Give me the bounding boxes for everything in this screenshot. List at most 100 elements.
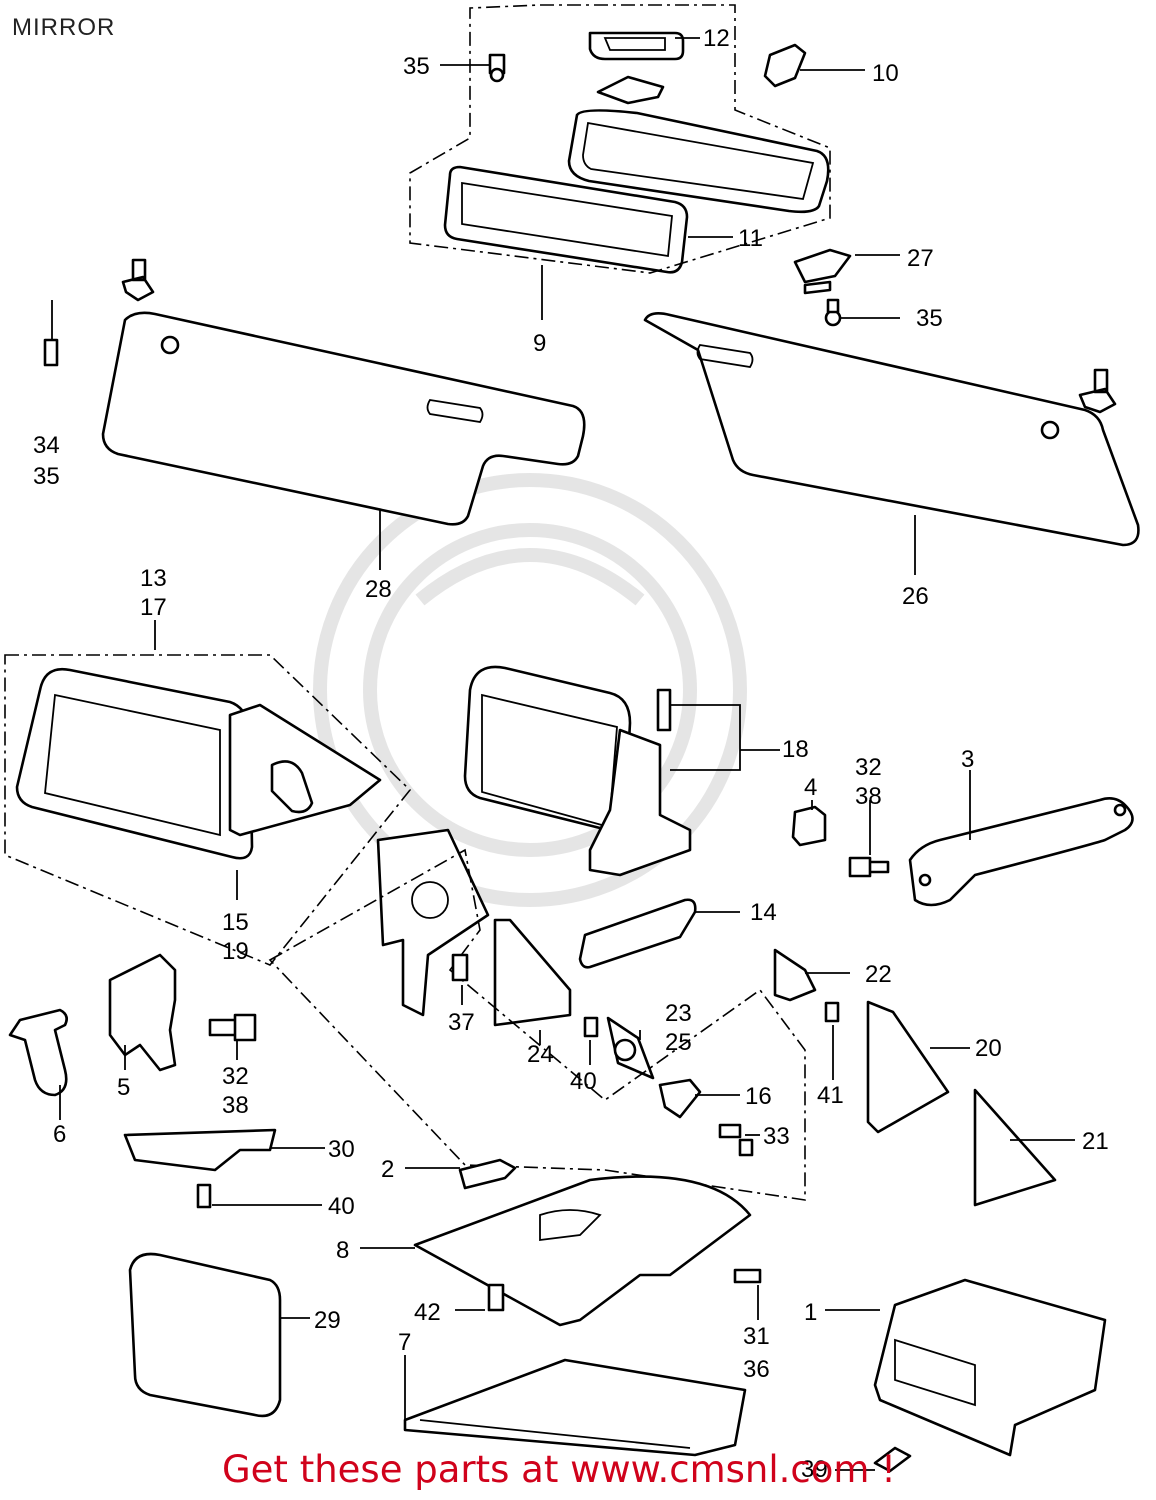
mirror-base-15 — [228, 703, 382, 837]
garnish-22 — [773, 948, 817, 1002]
sun-visor-28 — [43, 258, 586, 526]
callout-35: 35 — [403, 53, 430, 80]
mirror-stay-bracket — [596, 75, 665, 105]
callout-35: 35 — [916, 305, 943, 332]
bolt-32-38 — [848, 856, 890, 878]
callout-27: 27 — [907, 245, 934, 272]
callout-5: 5 — [117, 1074, 130, 1101]
screw-34 — [43, 338, 59, 367]
visor-hinge-right — [1078, 368, 1117, 414]
callout-25: 25 — [665, 1029, 692, 1056]
callout-17: 17 — [140, 594, 167, 621]
callout-39: 39 — [801, 1456, 828, 1483]
screw-33 — [718, 1123, 754, 1157]
cap-4 — [791, 805, 827, 847]
clip-5 — [108, 953, 177, 1072]
screw-35-right — [824, 298, 842, 327]
box-7 — [403, 1358, 747, 1457]
screw-18 — [656, 688, 672, 732]
garnish-20 — [866, 1000, 950, 1134]
callout-41: 41 — [817, 1082, 844, 1109]
callout-9: 9 — [533, 330, 546, 357]
visor-hinge-left — [121, 258, 155, 302]
lid-29 — [128, 1252, 282, 1418]
door-mirror-18 — [463, 665, 741, 877]
door-mirror-13 — [4, 654, 412, 966]
callout-34: 34 — [33, 432, 60, 459]
leader-lines — [51, 37, 1075, 1471]
mount-cover-12 — [588, 31, 685, 61]
mirror-arm-18 — [588, 728, 692, 877]
callout-40: 40 — [328, 1193, 355, 1220]
hook-6 — [8, 1008, 68, 1097]
callout-26: 26 — [902, 583, 929, 610]
callout-28: 28 — [365, 576, 392, 603]
callout-12: 12 — [703, 25, 730, 52]
callout-2: 2 — [381, 1156, 394, 1183]
callout-10: 10 — [872, 60, 899, 87]
callout-23: 23 — [665, 1000, 692, 1027]
screw-40-a — [583, 1016, 599, 1038]
bolt-32-38-b — [208, 1013, 257, 1042]
callout-7: 7 — [398, 1329, 411, 1356]
callout-38: 38 — [222, 1092, 249, 1119]
callout-31: 31 — [743, 1323, 770, 1350]
rearview-mirror-housing — [567, 109, 830, 214]
bracket-inner — [376, 828, 490, 1017]
garnish-24 — [493, 918, 572, 1027]
panel-8 — [413, 1175, 752, 1327]
callout-35: 35 — [33, 463, 60, 490]
screw-40-b — [196, 1183, 212, 1209]
console-box-1 — [873, 1278, 1107, 1457]
callout-4: 4 — [804, 774, 817, 801]
rearview-mirror-group — [409, 4, 852, 327]
callout-32: 32 — [855, 754, 882, 781]
callout-15: 15 — [222, 909, 249, 936]
callout-30: 30 — [328, 1136, 355, 1163]
callout-16: 16 — [745, 1083, 772, 1110]
callout-36: 36 — [743, 1356, 770, 1383]
callout-40: 40 — [570, 1068, 597, 1095]
screw-39 — [873, 1446, 912, 1473]
cover-21 — [973, 1088, 1057, 1207]
tray-30 — [123, 1128, 277, 1172]
clip-2 — [458, 1158, 517, 1190]
screw-41 — [824, 1001, 840, 1023]
callout-21: 21 — [1082, 1128, 1109, 1155]
callout-32: 32 — [222, 1063, 249, 1090]
bracket-27 — [793, 248, 852, 295]
callout-18: 18 — [782, 736, 809, 763]
callout-11: 11 — [738, 225, 763, 252]
callout-labels: 12 35 10 11 9 27 35 34 35 28 26 13 17 18… — [33, 25, 1109, 1483]
callout-3: 3 — [961, 746, 974, 773]
callout-29: 29 — [314, 1307, 341, 1334]
callout-24: 24 — [527, 1041, 554, 1068]
screw-31-36 — [733, 1268, 762, 1284]
callout-1: 1 — [804, 1299, 817, 1326]
mirror-glass-11 — [443, 165, 689, 274]
watermark-logo — [313, 473, 747, 907]
sun-visor-26 — [643, 312, 1140, 547]
callout-37: 37 — [448, 1009, 475, 1036]
callout-13: 13 — [140, 565, 167, 592]
footer-link[interactable]: Get these parts at www.cmsnl.com ! — [222, 1448, 897, 1491]
clip-10 — [763, 43, 807, 88]
grip-handle-3 — [908, 797, 1134, 907]
callout-19: 19 — [222, 938, 249, 965]
screw-37 — [451, 953, 469, 982]
screw-42 — [487, 1283, 505, 1312]
callout-8: 8 — [336, 1237, 349, 1264]
callout-38: 38 — [855, 783, 882, 810]
callout-22: 22 — [865, 961, 892, 988]
callout-33: 33 — [763, 1123, 790, 1150]
callout-14: 14 — [750, 899, 777, 926]
callout-42: 42 — [414, 1299, 441, 1326]
screw-35-top — [488, 53, 506, 83]
callout-6: 6 — [53, 1121, 66, 1148]
knob-16 — [658, 1078, 702, 1119]
mirror-motor — [270, 760, 314, 814]
diagram-title: MIRROR — [12, 14, 116, 41]
cover-14 — [578, 898, 697, 969]
callout-20: 20 — [975, 1035, 1002, 1062]
